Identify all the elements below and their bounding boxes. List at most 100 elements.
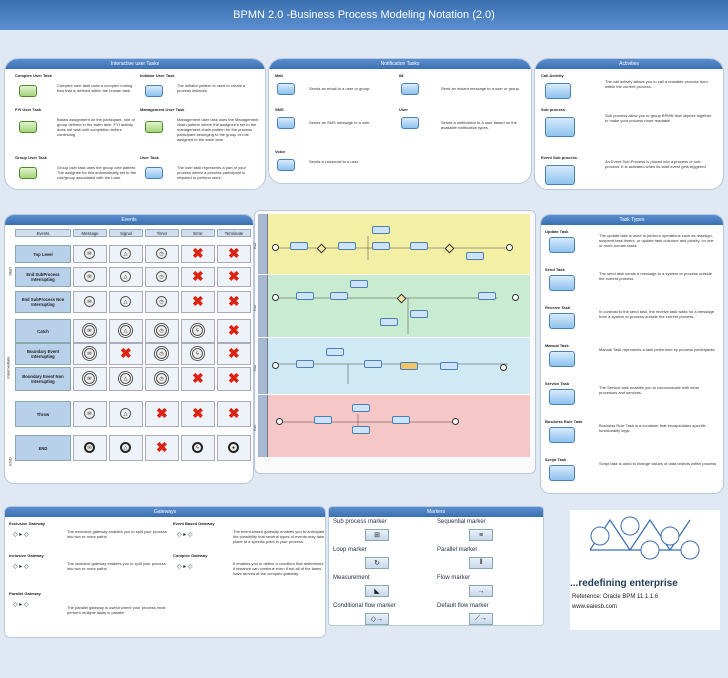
activities-panel: Activities Call Activity The call activi… — [534, 58, 724, 190]
signal-event-icon: △ — [120, 373, 131, 384]
initiator-task-icon — [145, 85, 163, 97]
flow-task — [350, 280, 368, 288]
lane-green: Pool — [253, 275, 530, 337]
event-cell — [181, 401, 215, 427]
events-panel: Events Events Message Signal Timer Error… — [4, 214, 254, 484]
task-type-name: Business Rule Task — [545, 419, 583, 424]
message-event-icon: ✉ — [84, 296, 95, 307]
timer-event-icon: ◷ — [156, 271, 167, 282]
not-applicable-icon: ✖ — [228, 345, 240, 361]
not-applicable-icon: ✖ — [120, 345, 132, 361]
task-name: Initiator User Task — [140, 73, 175, 78]
event-row-label: Top Level — [15, 245, 71, 263]
message-event-icon: ✉ — [84, 373, 95, 384]
event-subprocess-icon — [545, 165, 575, 185]
start-event-icon — [272, 362, 279, 369]
default-flow-icon: ⟋→ — [469, 613, 493, 625]
flow-task — [326, 348, 344, 356]
notification-tasks-header: Notification Tasks — [269, 59, 531, 69]
flow-task — [352, 404, 370, 412]
call-activity-icon — [545, 83, 571, 99]
brand-reference: Reference: Oracle BPM 11.1.1.6 — [572, 594, 659, 600]
event-row-label: End SubProcess Non Interrupting — [15, 291, 71, 313]
user-notify-icon — [401, 117, 419, 129]
gateway-desc: The event-based gateway enables you to a… — [233, 529, 325, 544]
task-desc: Sends an email to a user or group. — [309, 86, 371, 91]
interactive-tasks-panel: Interactive user Tasks Complex User Task… — [4, 58, 266, 190]
voice-task-icon — [277, 159, 295, 171]
terminate-event-icon: ● — [228, 442, 239, 453]
lane-title: Pool — [253, 364, 258, 372]
event-cell — [181, 267, 215, 287]
signal-event-icon: △ — [120, 248, 131, 259]
end-event-icon — [506, 244, 513, 251]
event-gateway-icon: ◇ ▸ ◇ — [177, 532, 193, 538]
task-type-name: Send Task — [545, 267, 565, 272]
eaiesb-logo — [589, 516, 700, 560]
subprocess-icon — [545, 117, 575, 137]
timer-event-icon: ◷ — [156, 373, 167, 384]
group-task-icon — [19, 167, 37, 179]
gateway-desc: The exclusive gateway enables you to spl… — [67, 529, 167, 539]
flow-task — [314, 416, 332, 424]
flow-task — [392, 416, 410, 424]
timer-event-icon: ◷ — [156, 248, 167, 259]
activity-desc: Sub process allow you to group BPMN flow… — [605, 113, 712, 123]
subprocess-marker-icon: ⊞ — [365, 529, 389, 541]
task-desc: Bases assignment on the participant, rol… — [57, 117, 136, 137]
activity-desc: An Event Sub-Process is placed into a pr… — [605, 159, 706, 169]
task-type-name: Update Task — [545, 229, 569, 234]
not-applicable-icon: ✖ — [228, 293, 240, 309]
task-name: Complex User Task — [15, 73, 52, 78]
event-cell — [217, 367, 251, 391]
lane-title: Pool — [253, 242, 258, 250]
timer-event-icon: ◷ — [156, 296, 167, 307]
task-name: Group User Task — [15, 155, 47, 160]
task-type-name: Script Task — [545, 457, 567, 462]
error-event-icon: ϟ — [192, 442, 203, 453]
signal-event-icon: △ — [120, 442, 131, 453]
marker-label: Flow marker — [437, 575, 471, 581]
end-event-icon — [500, 364, 507, 371]
notification-tasks-panel: Notification Tasks Mail Sends an email t… — [268, 58, 532, 184]
not-applicable-icon: ✖ — [156, 405, 168, 421]
activity-name: Call Activity — [541, 73, 564, 78]
task-type-icon — [549, 427, 575, 443]
flow-task — [466, 252, 484, 260]
marker-label: Sequential marker — [437, 519, 486, 525]
not-applicable-icon: ✖ — [192, 370, 204, 386]
start-event-icon — [272, 294, 279, 301]
end-event-icon — [512, 294, 519, 301]
flow-task — [352, 426, 370, 434]
marker-label: Conditional flow marker — [333, 603, 396, 609]
signal-event-icon: △ — [120, 271, 131, 282]
timer-event-icon: ◷ — [156, 348, 167, 359]
markers-header: Markers — [329, 507, 543, 517]
not-applicable-icon: ✖ — [192, 245, 204, 261]
flow-task — [296, 360, 314, 368]
flow-task — [338, 242, 356, 250]
task-type-icon — [549, 351, 575, 367]
task-name: IM — [399, 73, 404, 78]
event-cell — [181, 245, 215, 263]
flow-task — [410, 310, 428, 318]
task-desc: Complex user task uses a complex routing… — [57, 83, 133, 93]
gateway-desc: The inclusive gateway enables you to spl… — [67, 561, 166, 571]
signal-event-icon: △ — [120, 325, 131, 336]
col-header: Events — [15, 229, 71, 237]
not-applicable-icon: ✖ — [228, 322, 240, 338]
activity-name: Event Sub process — [541, 155, 578, 160]
brand-url[interactable]: www.eaiesb.com — [572, 604, 618, 610]
markers-panel: Markers Sub process marker ⊞ Sequential … — [328, 506, 544, 626]
signal-event-icon: △ — [120, 296, 131, 307]
process-flow-lines — [278, 236, 508, 432]
message-event-icon: ✉ — [84, 248, 95, 259]
event-cell — [181, 367, 215, 391]
task-type-desc: Manual Task represents a task performed … — [599, 347, 716, 352]
not-applicable-icon: ✖ — [192, 268, 204, 284]
end-event-icon — [452, 418, 459, 425]
task-name: FYI User Task — [15, 107, 42, 112]
col-header: Message — [73, 229, 107, 237]
timer-event-icon: ◷ — [156, 325, 167, 336]
task-desc: The user task represents a part of your … — [177, 165, 246, 180]
